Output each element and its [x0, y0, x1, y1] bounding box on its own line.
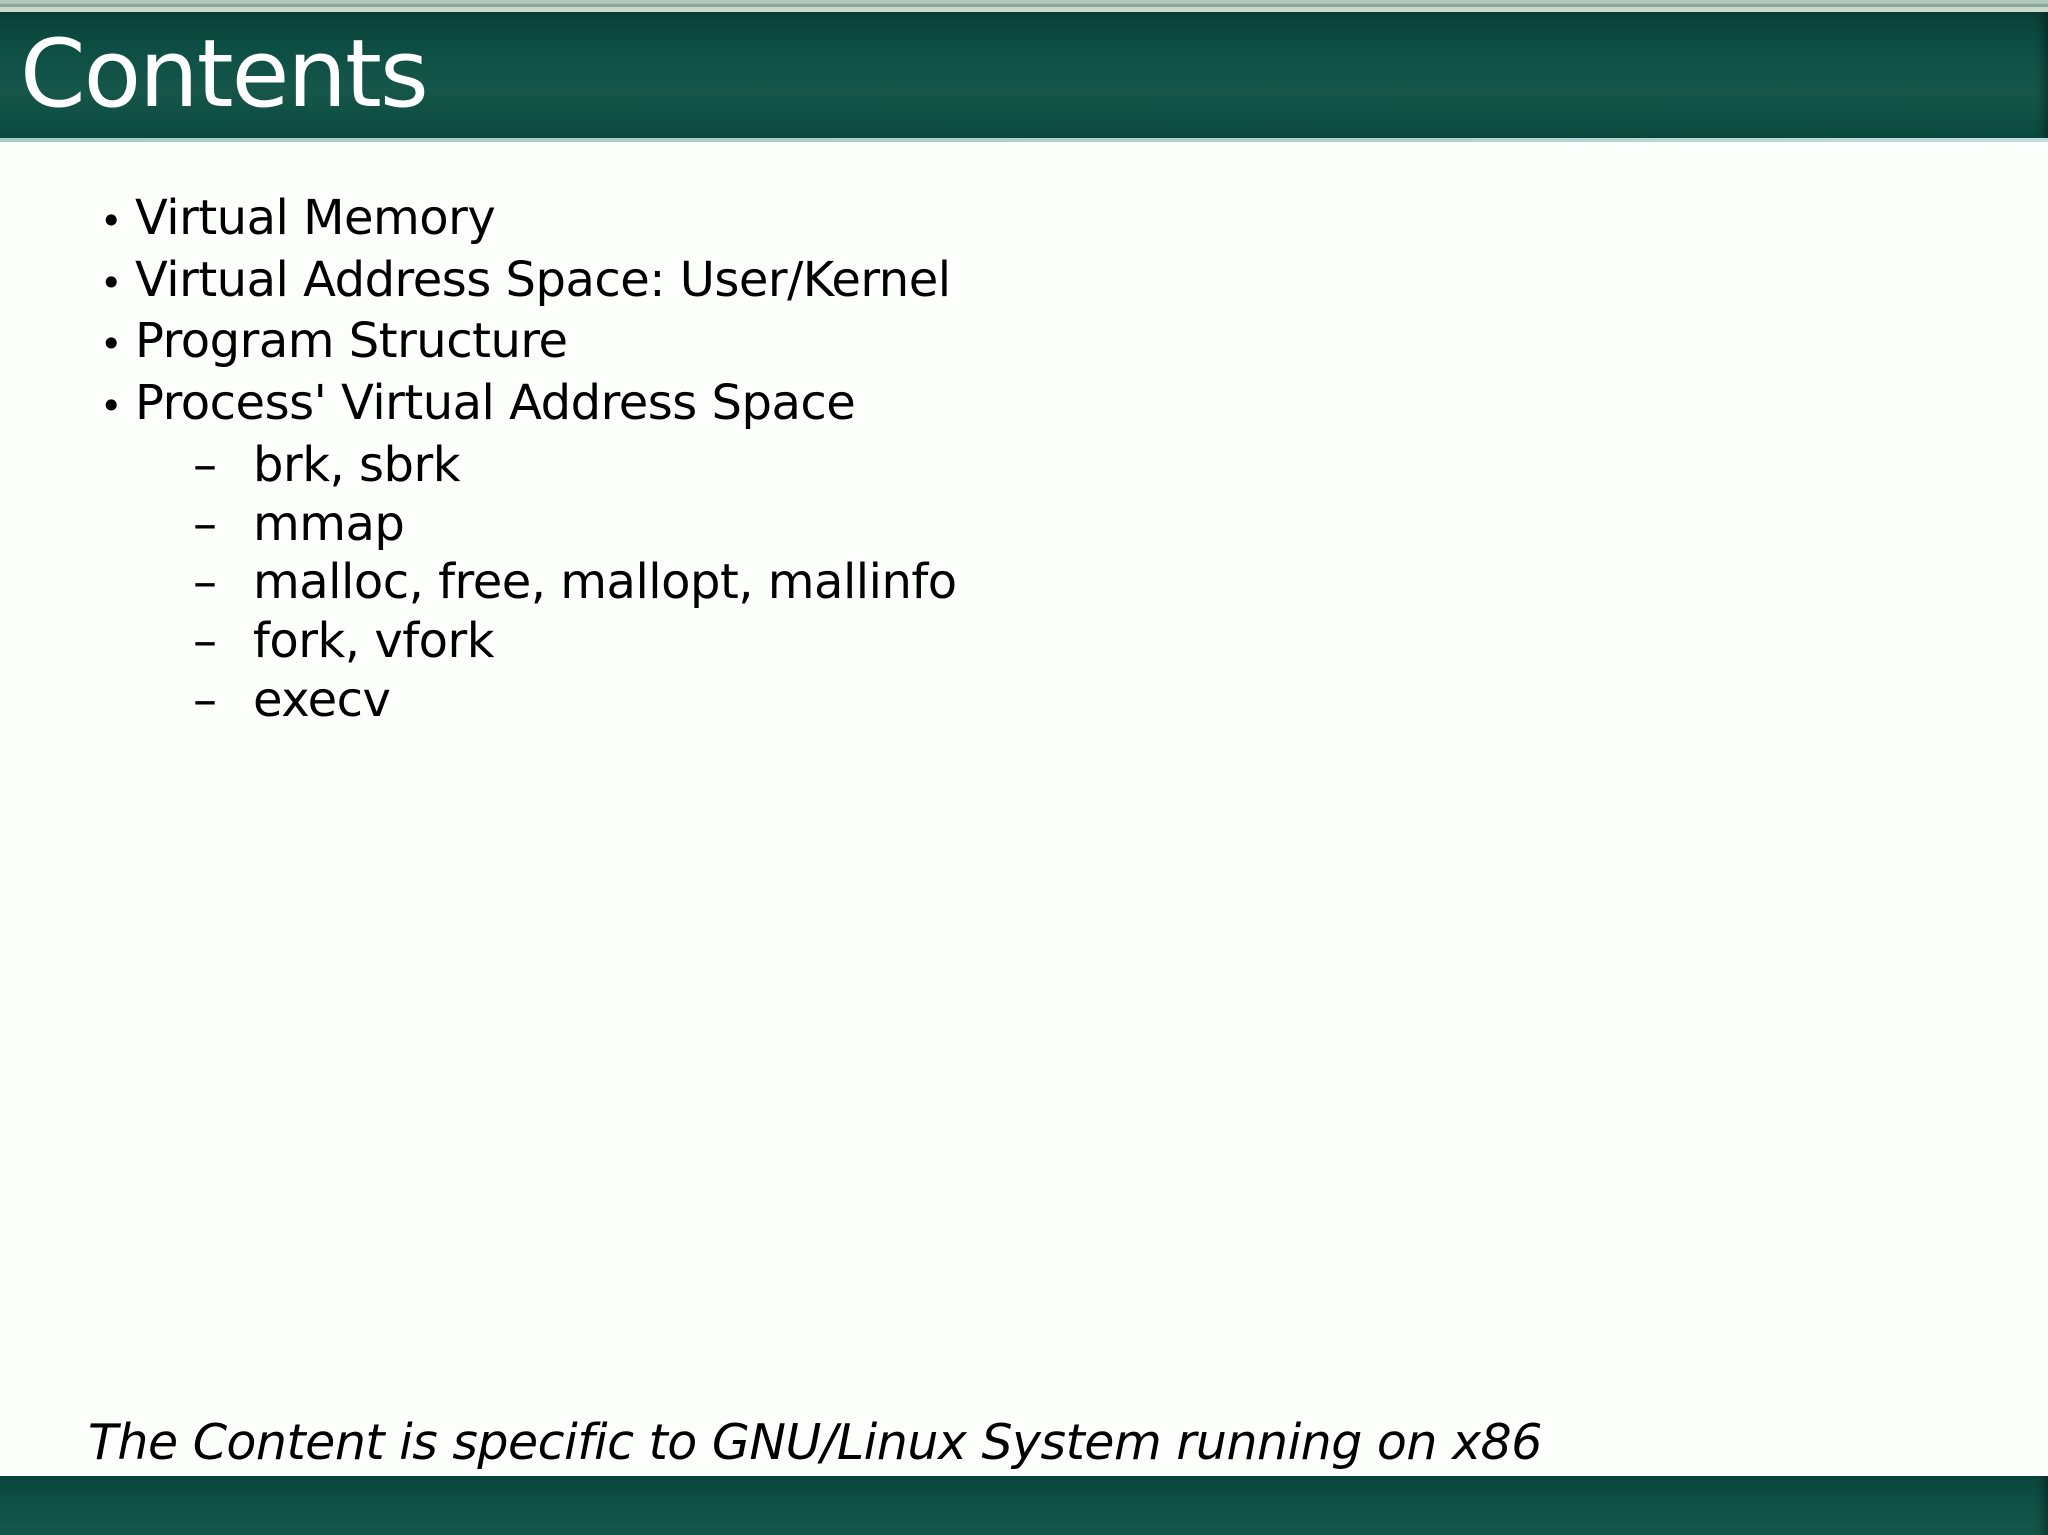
footer-bar: [0, 1476, 2048, 1535]
list-item-label: execv: [253, 671, 391, 728]
list-item-label: Process' Virtual Address Space: [135, 375, 856, 432]
contents-list: • Virtual Memory • Virtual Address Space: …: [0, 189, 2048, 729]
slide-title: Contents: [20, 20, 429, 129]
dash-icon: –: [193, 436, 217, 493]
list-item: • Process' Virtual Address Space: [0, 374, 2048, 436]
list-item: • Program Structure: [0, 312, 2048, 374]
list-item: • Virtual Memory: [0, 189, 2048, 251]
list-item-label: Virtual Memory: [135, 190, 496, 246]
list-item-label: Program Structure: [135, 313, 568, 370]
list-item-label: malloc, free, mallopt, mallinfo: [253, 554, 957, 611]
list-item: • Virtual Address Space: User/Kernel: [0, 251, 2048, 313]
list-item-label: Virtual Address Space: User/Kernel: [135, 251, 951, 308]
dash-icon: –: [193, 671, 217, 728]
footer-note: The Content is specific to GNU/Linux Sys…: [88, 1414, 1542, 1471]
list-sub-item: –brk, sbrk: [0, 436, 2048, 495]
dash-icon: –: [193, 554, 217, 611]
list-sub-item: –mmap: [0, 495, 2048, 554]
list-item-label: fork, vfork: [253, 612, 495, 669]
list-sub-item: –execv: [0, 671, 2048, 730]
list-sub-item: –fork, vfork: [0, 612, 2048, 671]
top-accent-strip: [0, 0, 2048, 12]
header-underline: [0, 138, 2048, 142]
list-item-label: brk, sbrk: [253, 436, 461, 493]
list-sub-item: –malloc, free, mallopt, mallinfo: [0, 553, 2048, 612]
bullet-icon: •: [100, 260, 123, 305]
dash-icon: –: [193, 612, 217, 669]
bullet-icon: •: [100, 384, 123, 429]
bullet-icon: •: [100, 322, 123, 367]
slide-header: Contents: [0, 12, 2048, 138]
dash-icon: –: [193, 495, 217, 552]
bullet-icon: •: [100, 199, 123, 243]
list-item-label: mmap: [253, 495, 405, 552]
